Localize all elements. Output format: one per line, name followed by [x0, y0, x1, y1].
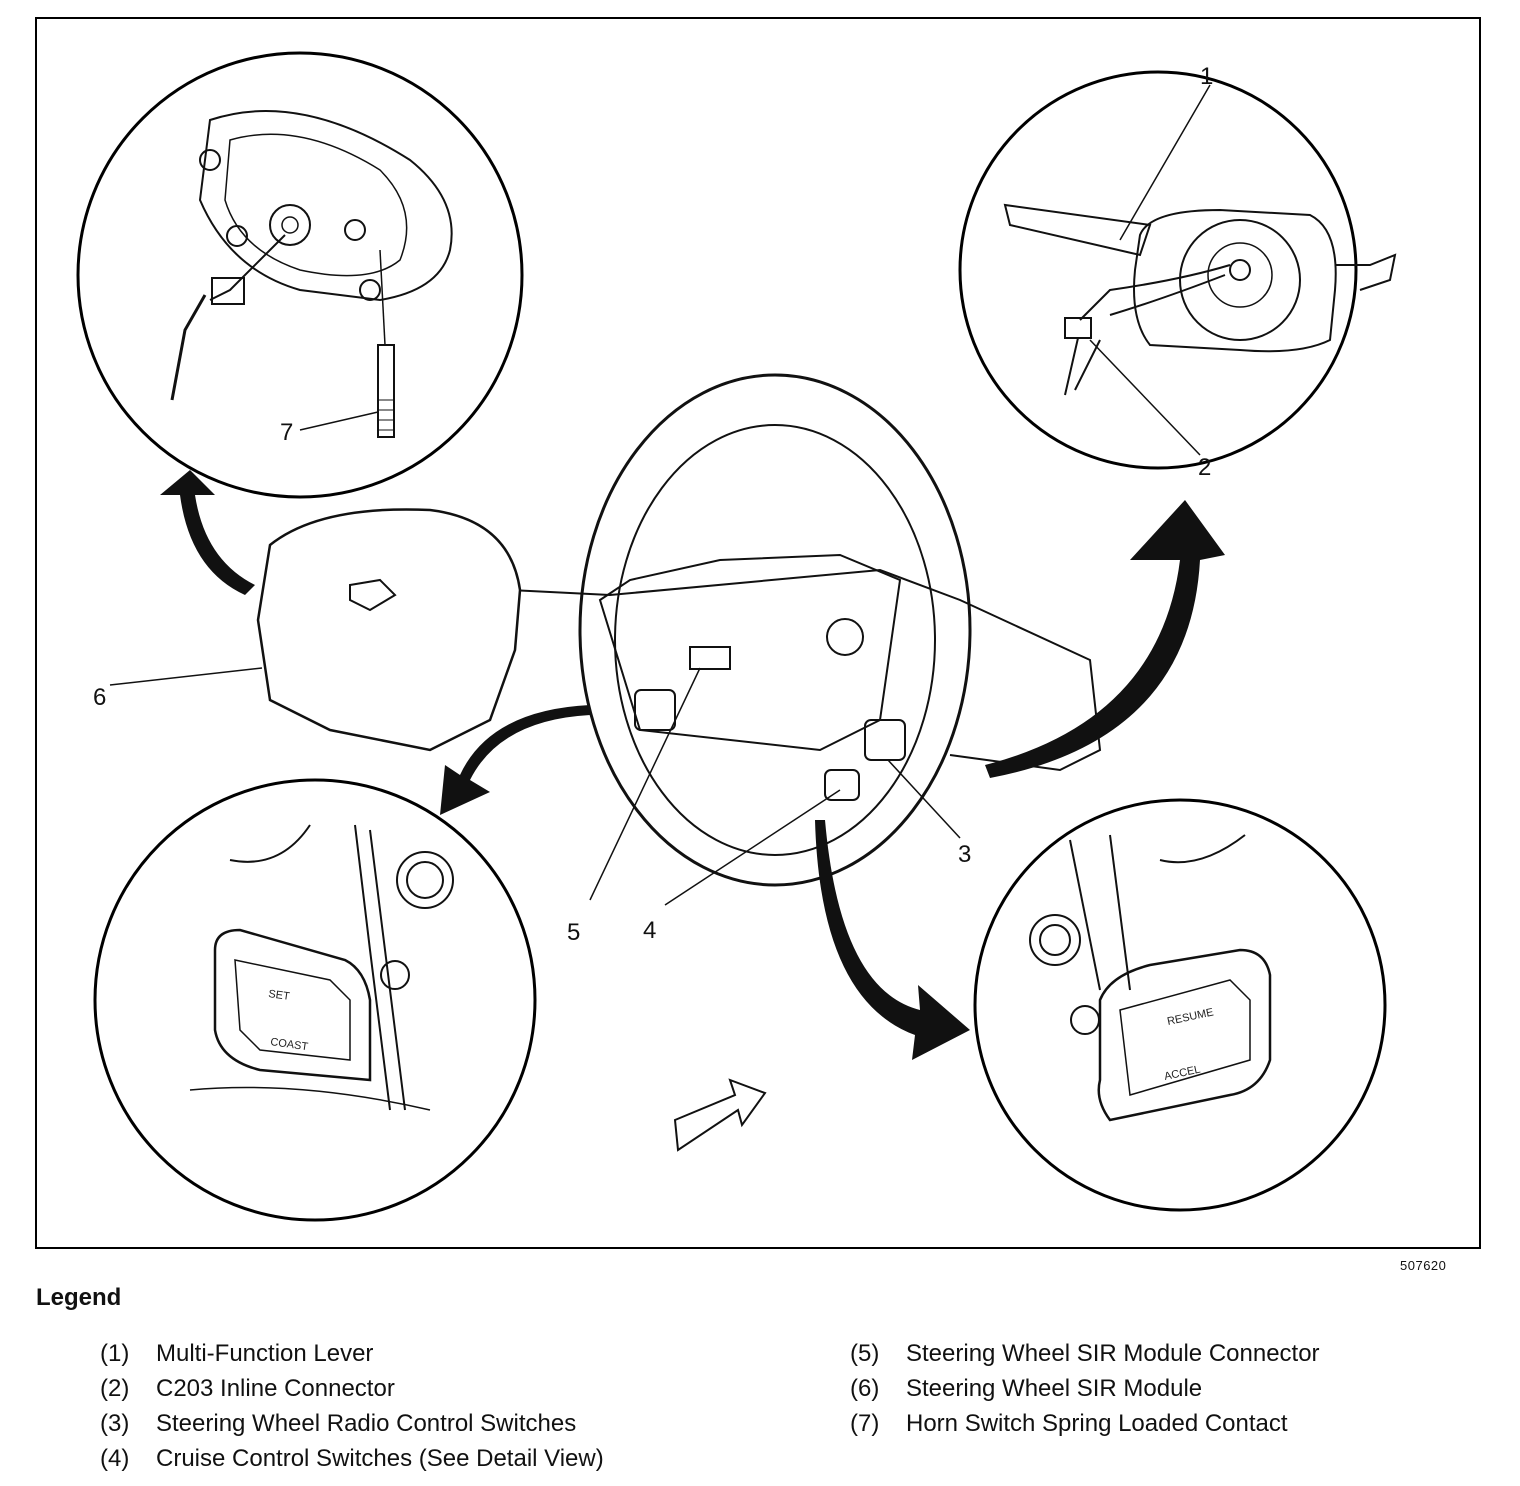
legend-item-number: (6) — [850, 1374, 880, 1402]
legend-item-number: (4) — [100, 1444, 130, 1472]
callout-7: 7 — [280, 419, 293, 446]
legend-item: (1) Multi-Function Lever — [100, 1336, 604, 1371]
legend-item: (3) Steering Wheel Radio Control Switche… — [100, 1406, 604, 1441]
arrow-to-bottom-left — [440, 705, 590, 815]
legend-item-number: (1) — [100, 1339, 130, 1367]
callout-3: 3 — [958, 841, 971, 868]
switch-coast-label: COAST — [270, 1036, 309, 1053]
legend-item-number: (5) — [850, 1339, 880, 1367]
legend-item: (5) Steering Wheel SIR Module Connector — [850, 1336, 1320, 1371]
legend-title: Legend — [36, 1284, 122, 1311]
legend-item-label: C203 Inline Connector — [156, 1374, 395, 1402]
callout-5: 5 — [567, 919, 580, 946]
legend-item-label: Steering Wheel SIR Module — [906, 1374, 1203, 1402]
legend-item-label: Steering Wheel Radio Control Switches — [156, 1409, 577, 1437]
legend-item: (2) C203 Inline Connector — [100, 1371, 604, 1406]
front-direction-arrow — [673, 1078, 767, 1152]
legend-item: (6) Steering Wheel SIR Module — [850, 1371, 1320, 1406]
legend-item-label: Horn Switch Spring Loaded Contact — [906, 1409, 1288, 1437]
callout-6: 6 — [93, 684, 106, 711]
callout-1: 1 — [1200, 63, 1213, 90]
detail-multifunction-lever: 1 2 — [958, 63, 1397, 481]
legend-item: (4) Cruise Control Switches (See Detail … — [100, 1441, 604, 1476]
arrow-to-bottom-right — [815, 820, 970, 1060]
detail-sir-module-back: 7 — [76, 51, 524, 499]
arrow-to-top-left — [160, 470, 255, 595]
arrow-to-top-right — [985, 500, 1225, 778]
steering-wheel-diagram: 7 1 2 5 4 3 — [35, 17, 1481, 1249]
legend-item-number: (3) — [100, 1409, 130, 1437]
legend-item-number: (7) — [850, 1409, 880, 1437]
legend-item-label: Steering Wheel SIR Module Connector — [906, 1339, 1320, 1367]
legend-item-number: (2) — [100, 1374, 130, 1402]
detail-cruise-left: SET COAST — [93, 778, 537, 1222]
detail-cruise-right: RESUME ACCEL — [973, 798, 1387, 1212]
legend-column-left: (1) Multi-Function Lever (2) C203 Inline… — [100, 1336, 604, 1476]
legend-item-label: Cruise Control Switches (See Detail View… — [156, 1444, 604, 1472]
legend-item-label: Multi-Function Lever — [156, 1339, 374, 1367]
legend-column-right: (5) Steering Wheel SIR Module Connector … — [850, 1336, 1320, 1441]
legend-item: (7) Horn Switch Spring Loaded Contact — [850, 1406, 1320, 1441]
sir-module: 6 — [93, 508, 522, 752]
callout-4: 4 — [643, 917, 656, 944]
switch-set-label: SET — [268, 988, 291, 1003]
diagram-frame — [35, 17, 1481, 1249]
figure-code: 507620 — [1400, 1258, 1447, 1273]
callout-2: 2 — [1198, 454, 1211, 481]
steering-wheel-center: 5 4 3 — [509, 373, 1102, 946]
